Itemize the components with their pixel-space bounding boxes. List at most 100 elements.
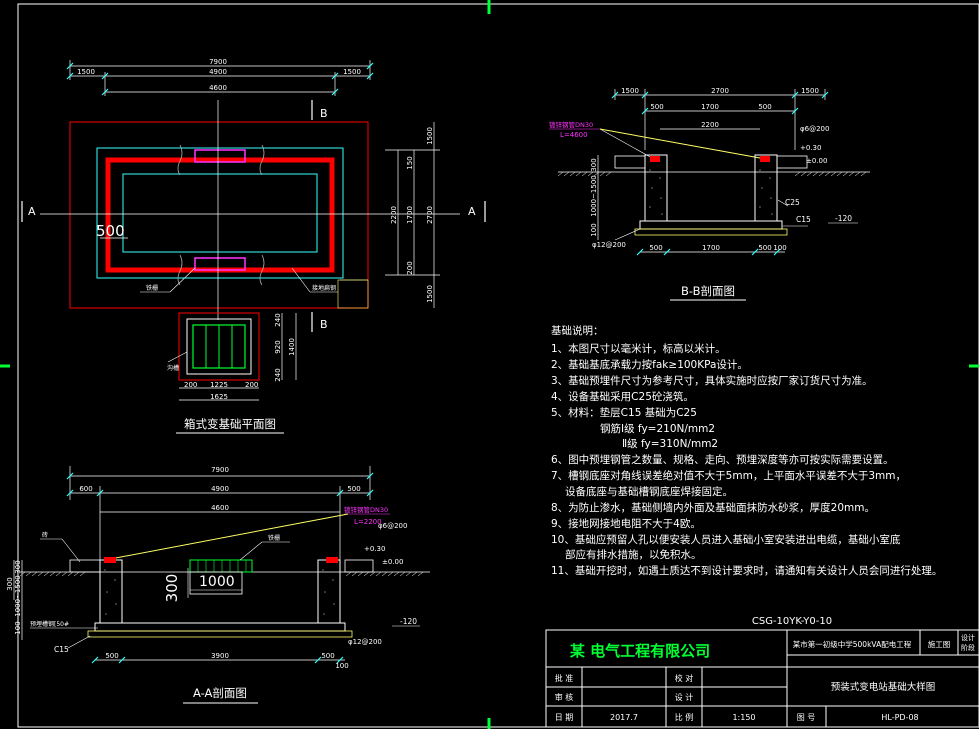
pit-dim-1400: 1400 (288, 338, 296, 356)
stage-label-2: 阶段 (961, 643, 975, 652)
bb-bdim-500-right: 500 (758, 244, 771, 252)
sheet-label: 图 号 (797, 713, 816, 722)
bb-bdim-100: 100 (773, 244, 786, 252)
note-2: 2、基础基底承载力按fak≥100KPa设计。 (551, 358, 748, 371)
stage-label-1: 设计 (961, 633, 975, 642)
note-5: 5、材料：垫层C15 基础为C25 (551, 406, 697, 419)
aa-channel-label: 预埋槽钢[50# (30, 620, 69, 628)
title-block: 某 电气工程有限公司 某市第一初级中学500kVA配电工程 施工图 设计 阶段 … (545, 629, 979, 728)
bb-bdim-500-left: 500 (649, 244, 662, 252)
pit-dim-240-top: 240 (274, 313, 282, 326)
sheet-number: HL-PD-08 (881, 713, 918, 722)
plan-callout-ground-bar: 接地扁钢 (312, 284, 336, 292)
label-approve: 批 准 (555, 673, 574, 683)
note-6: 6、图中预埋钢管之数量、规格、走向、预埋深度等亦可按实际需要设置。 (551, 453, 894, 466)
note-11: 11、基础开挖时，如遇土质达不到设计要求时，请通知有关设计人员会同进行处理。 (551, 564, 942, 577)
aa-bdim-100: 100 (335, 662, 348, 670)
plan-title: 箱式变基础平面图 (184, 417, 276, 431)
notes-heading: 基础说明： (551, 324, 604, 337)
aa-callout-length: L=2200 (354, 518, 382, 526)
section-marker-a-right: A (468, 205, 476, 218)
design-stage: 施工图 (928, 639, 951, 649)
plan-dim-right-2200: 2200 (390, 206, 398, 224)
note-4: 4、设备基础采用C25砼浇筑。 (551, 390, 694, 403)
bb-vdim-depth: 1000~1500 (590, 175, 598, 217)
bb-callout-length: L=4600 (560, 131, 588, 139)
scale-value: 1:150 (732, 713, 755, 722)
bb-title: B-B剖面图 (681, 284, 735, 298)
plan-dim-right-150: 150 (406, 156, 414, 169)
plan-dim-right-200: 200 (406, 261, 414, 274)
plan-view: 7900 1500 4900 1500 4600 B A (21, 58, 486, 434)
note-1: 1、本图尺寸以毫米计，标高以米计。 (551, 342, 726, 355)
drawing-title: 预装式变电站基础大样图 (831, 681, 936, 693)
section-bb: 1500 2700 1500 500 1700 500 2200 镀锌钢管DN3… (549, 87, 870, 301)
drawing-number: CSG-10YK-Y0-10 (752, 616, 832, 627)
plan-dim-500: 500 (96, 222, 125, 240)
project-name: 某市第一初级中学500kVA配电工程 (793, 639, 912, 649)
pit-dim-200-right: 200 (245, 381, 258, 389)
plan-dim-right-1500-top: 1500 (426, 127, 434, 145)
aa-dim-left: 600 (79, 485, 92, 493)
bb-concrete: C25 (785, 198, 800, 207)
bb-level-minus: -120 (835, 214, 852, 223)
note-7-cont: 设备底座与基础槽钢底座焊接固定。 (565, 485, 733, 498)
bb-vdim-100: 100 (590, 223, 598, 236)
section-marker-a-left: A (28, 205, 36, 218)
aa-level-zero: ±0.00 (382, 558, 403, 566)
plan-callout-grille: 铁栅 (146, 284, 158, 292)
plan-dim-right-1500-bottom: 1500 (426, 285, 434, 303)
note-7: 7、槽钢底座对角线误差绝对值不大于5mm，上平面水平误差不大于3mm， (551, 469, 906, 482)
aa-dim-total: 7900 (211, 466, 229, 474)
aa-dim-right: 500 (347, 485, 360, 493)
pit-dim-1225: 1225 (210, 381, 228, 389)
plan-dim-inner: 4600 (209, 84, 227, 92)
aa-grille-label: 铁栅 (268, 534, 280, 542)
aa-title: A-A剖面图 (193, 686, 247, 700)
aa-bdim-3900: 3900 (211, 652, 229, 660)
bb-cushion: C15 (796, 215, 811, 224)
aa-dim-inner: 4600 (211, 504, 229, 512)
bb-dim-2700: 2700 (711, 87, 729, 95)
pit-dim-1625: 1625 (210, 393, 228, 401)
label-date: 日 期 (555, 713, 574, 722)
aa-dim-300-large: 300 (163, 574, 181, 603)
section-aa: 7900 600 4900 500 4600 镀锌钢管DN30 L=2200 φ… (6, 466, 430, 704)
label-scale: 比 例 (675, 712, 694, 722)
bb-dim-500-left: 500 (650, 103, 663, 111)
note-3: 3、基础预埋件尺寸为参考尺寸，具体实施时应按厂家订货尺寸为准。 (551, 374, 873, 387)
aa-vdim-300-outer: 300 (6, 577, 14, 590)
aa-cushion: C15 (54, 645, 69, 654)
section-marker-b-top: B (320, 107, 328, 120)
label-design: 设 计 (675, 692, 694, 702)
aa-bdim-500-right: 500 (321, 652, 334, 660)
pit-dim-920: 920 (274, 340, 282, 353)
bb-bdim-1700: 1700 (702, 244, 720, 252)
bb-dim-1700: 1700 (701, 103, 719, 111)
aa-dim-1000-large: 1000 (199, 574, 235, 590)
company-name: 某 电气工程有限公司 (570, 642, 710, 660)
pit-dim-240-bottom: 240 (274, 368, 282, 381)
bb-callout-pipe: 镀锌钢管DN30 (549, 120, 593, 129)
bb-dim-2200: 2200 (701, 121, 719, 129)
pit-dim-200-left: 200 (184, 381, 197, 389)
plan-dim-middle: 4900 (209, 68, 227, 76)
aa-bdim-500-left: 500 (105, 652, 118, 660)
bb-level-zero: ±0.00 (806, 157, 827, 165)
pit-label: 沟槽 (167, 364, 179, 372)
bb-dim-1500-right: 1500 (801, 87, 819, 95)
aa-level-minus: -120 (400, 617, 417, 626)
aa-dim-middle: 4900 (211, 485, 229, 493)
section-marker-b-bottom: B (320, 318, 328, 331)
aa-rebar: φ12@200 (348, 638, 382, 646)
note-8: 8、为防止渗水，基础侧墙内外面及基础面抹防水砂浆，厚度20mm。 (551, 501, 875, 514)
aa-vdim-depth: 1000~1500 (14, 575, 22, 617)
aa-pipe-spacing: φ6@200 (378, 522, 407, 530)
note-10: 10、基础应预留人孔以便安装人员进入基础小室安装进出电缆，基础小室底 (551, 533, 901, 546)
bb-rebar: φ12@200 (592, 241, 626, 249)
bb-dim-500-right: 500 (758, 103, 771, 111)
date-value: 2017.7 (610, 713, 638, 722)
bb-vdim-300: 300 (590, 158, 598, 171)
